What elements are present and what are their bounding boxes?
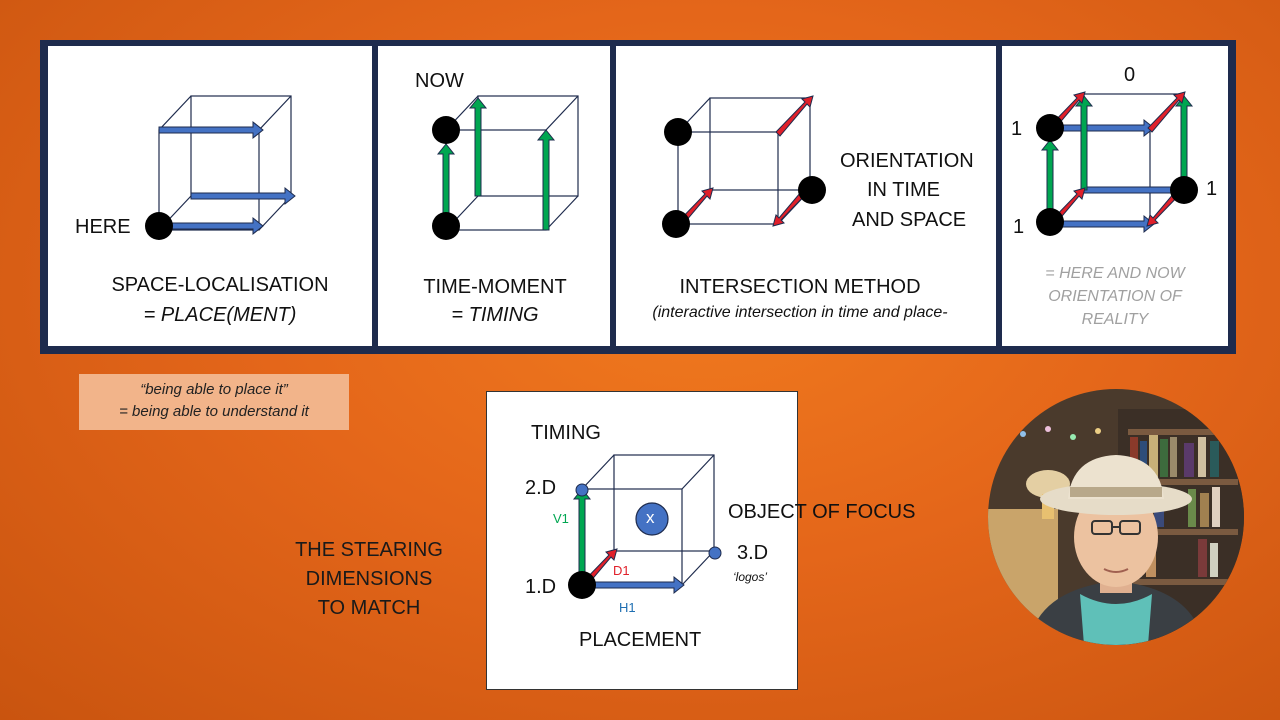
reality-cube-icon — [1036, 91, 1198, 236]
object-of-focus-label: OBJECT OF FOCUS — [728, 501, 916, 523]
orientation-line: AND SPACE — [852, 209, 967, 231]
caption-line: = HERE AND NOW — [1045, 265, 1185, 282]
understanding-note: “being able to place it” = being able to… — [79, 374, 349, 430]
v1-label: V1 — [553, 511, 569, 526]
timing-label: TIMING — [531, 422, 601, 444]
webcam-presenter-icon — [988, 389, 1244, 645]
note-line: “being able to place it” — [140, 381, 288, 398]
zero-label: 0 — [1124, 64, 1136, 86]
panel-intersection-method: ORIENTATION IN TIME AND SPACE INTERSECTI… — [616, 46, 996, 346]
steer-line: DIMENSIONS — [305, 568, 433, 590]
steer-line: THE STEARING — [295, 539, 443, 561]
d1-axis-label: D1 — [613, 563, 630, 578]
one-label: 1 — [1011, 118, 1023, 140]
panel-subtitle: = PLACE(MENT) — [143, 304, 297, 326]
dimension-1-label: 1.D — [525, 576, 557, 598]
orientation-line: ORIENTATION — [840, 150, 974, 172]
panel-subtitle: = TIMING — [451, 304, 539, 326]
steer-line: TO MATCH — [317, 597, 421, 619]
steering-dimensions-text: THE STEARING DIMENSIONS TO MATCH — [290, 536, 448, 623]
intersection-cube-icon — [662, 95, 826, 238]
caption-line: ORIENTATION OF — [1048, 288, 1182, 305]
panel-time-moment: NOW TIME-MOMENT = TIMING — [378, 46, 610, 346]
panel-subtitle: (interactive intersection in time and pl… — [652, 304, 948, 321]
object-x-label: x — [646, 508, 655, 527]
h1-label: H1 — [619, 600, 636, 615]
one-label: 1 — [1013, 216, 1025, 238]
panel-strip: HERE SPACE-LOCALISATION = PLACE(MENT) NO… — [40, 40, 1236, 354]
space-cube-icon — [145, 95, 296, 240]
dimension-cube-icon — [568, 454, 722, 599]
panel-space-localisation: HERE SPACE-LOCALISATION = PLACE(MENT) — [48, 46, 372, 346]
now-label: NOW — [415, 70, 464, 92]
note-line: = being able to understand it — [119, 403, 309, 420]
placement-label: PLACEMENT — [579, 629, 702, 651]
orientation-line: IN TIME — [867, 179, 940, 201]
dimension-2-label: 2.D — [525, 477, 557, 499]
main-cube-diagram: TIMING 2.D V1 x 3.D ‘logos’ D1 1.D H1 PL… — [486, 391, 798, 690]
caption-line: REALITY — [1081, 311, 1149, 328]
panel-title: SPACE-LOCALISATION — [111, 274, 329, 296]
one-label: 1 — [1206, 178, 1218, 200]
logos-label: ‘logos’ — [733, 570, 768, 584]
time-cube-icon — [432, 95, 579, 240]
dimension-3-label: 3.D — [737, 542, 769, 564]
panel-title: INTERSECTION METHOD — [679, 276, 921, 298]
panel-here-and-now: 0 1 1 1 = HERE AND NOW ORIENTATION OF RE… — [1002, 46, 1228, 346]
panel-title: TIME-MOMENT — [423, 276, 567, 298]
here-label: HERE — [75, 216, 131, 238]
